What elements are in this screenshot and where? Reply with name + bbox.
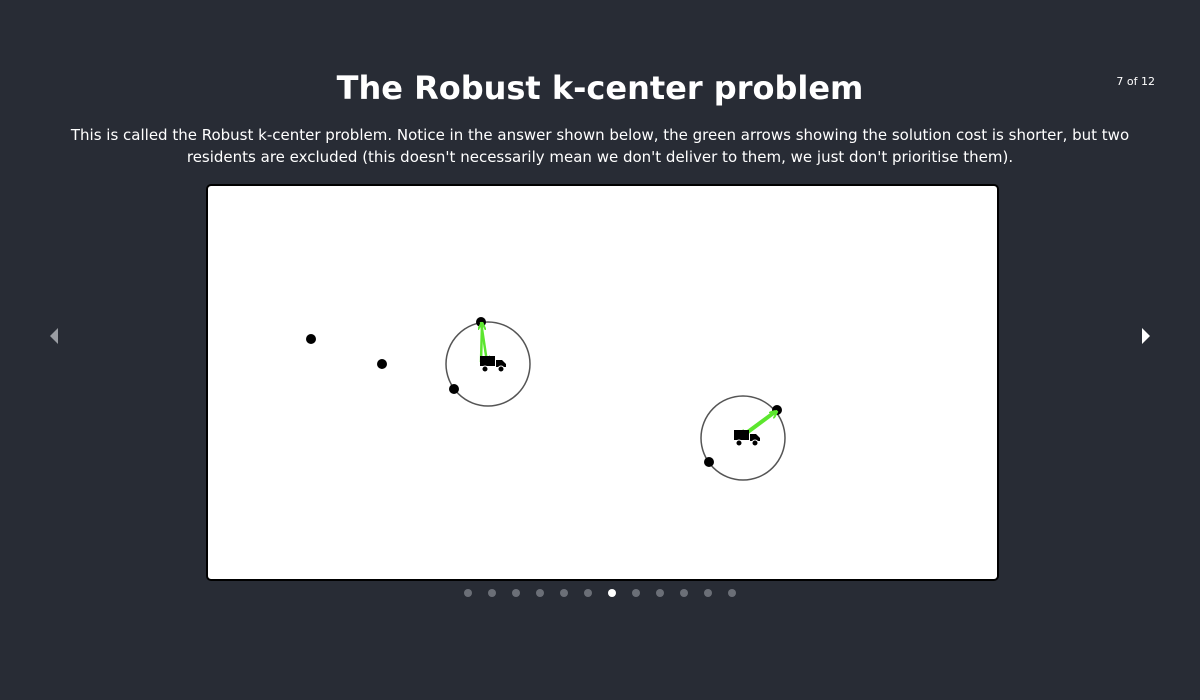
slide-dot-4[interactable] <box>536 589 544 597</box>
slide-dot-6[interactable] <box>584 589 592 597</box>
resident-point <box>704 457 714 467</box>
slide-dot-3[interactable] <box>512 589 520 597</box>
slide-dot-12[interactable] <box>728 589 736 597</box>
truck-icon <box>479 355 507 373</box>
k-center-diagram <box>306 317 786 481</box>
slide-dot-7[interactable] <box>608 589 616 597</box>
triangle-right-icon <box>1142 328 1150 344</box>
slide-dot-2[interactable] <box>488 589 496 597</box>
slide-dot-9[interactable] <box>656 589 664 597</box>
previous-slide-button[interactable] <box>44 326 64 346</box>
slide-counter: 7 of 12 <box>1116 75 1155 88</box>
solution-cost-arrow <box>481 324 482 363</box>
truck-icon <box>733 429 761 447</box>
slide-dot-10[interactable] <box>680 589 688 597</box>
page-title: The Robust k-center problem <box>336 69 864 107</box>
slide-description: This is called the Robust k-center probl… <box>70 126 1130 166</box>
coverage-circle <box>445 321 531 407</box>
coverage-circle <box>700 395 786 481</box>
slide-dot-5[interactable] <box>560 589 568 597</box>
resident-point <box>449 384 459 394</box>
slide-dot-11[interactable] <box>704 589 712 597</box>
slide-pagination <box>0 589 1200 599</box>
slide-dot-8[interactable] <box>632 589 640 597</box>
next-slide-button[interactable] <box>1136 326 1156 346</box>
triangle-left-icon <box>50 328 58 344</box>
slide-dot-1[interactable] <box>464 589 472 597</box>
resident-point-excluded <box>377 359 387 369</box>
k-center-canvas <box>206 184 999 581</box>
resident-point-excluded <box>306 334 316 344</box>
